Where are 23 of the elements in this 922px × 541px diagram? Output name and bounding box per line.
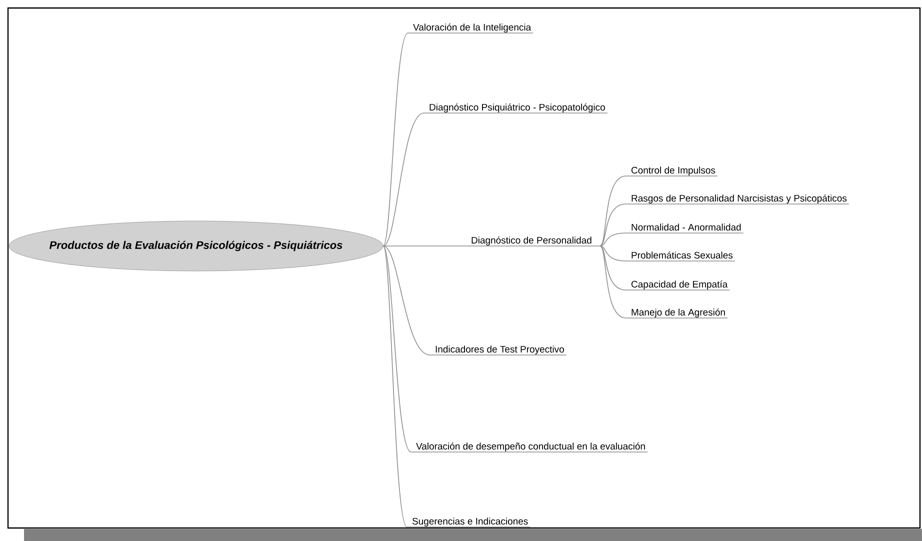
topic-node: Manejo de la Agresión [626,308,728,318]
branch-line [600,246,626,262]
branch-line [600,176,626,246]
branch-line [600,246,626,290]
topic-node: Capacidad de Empatía [626,280,730,290]
topic-node: Diagnóstico Psiquiátrico - Psicopatológico [424,104,608,114]
topic-node: Sugerencias e Indicaciones [406,518,531,528]
branch-line [600,246,626,318]
branch-line [382,112,424,246]
topic-node: Problemáticas Sexuales [626,252,736,262]
topic-node: Valoración de desempeño conductual en la evaluación [410,442,648,452]
branch-line [382,246,412,452]
branch-line [382,32,408,246]
topic-node: Normalidad - Anormalidad [626,224,744,234]
topic-node: Indicadores de Test Proyectivo [430,346,567,356]
topic-node: Control de Impulsos [626,166,718,176]
topic-node: Rasgos de Personalidad Narcisistas y Psicopáticos [626,194,850,204]
branch-line [600,232,626,246]
branch-line [382,246,408,528]
topic-node: Valoración de la Inteligencia [408,24,534,34]
branch-line [600,204,626,246]
branch-line [382,246,430,356]
topic-node: Diagnóstico de Personalidad [466,236,600,246]
